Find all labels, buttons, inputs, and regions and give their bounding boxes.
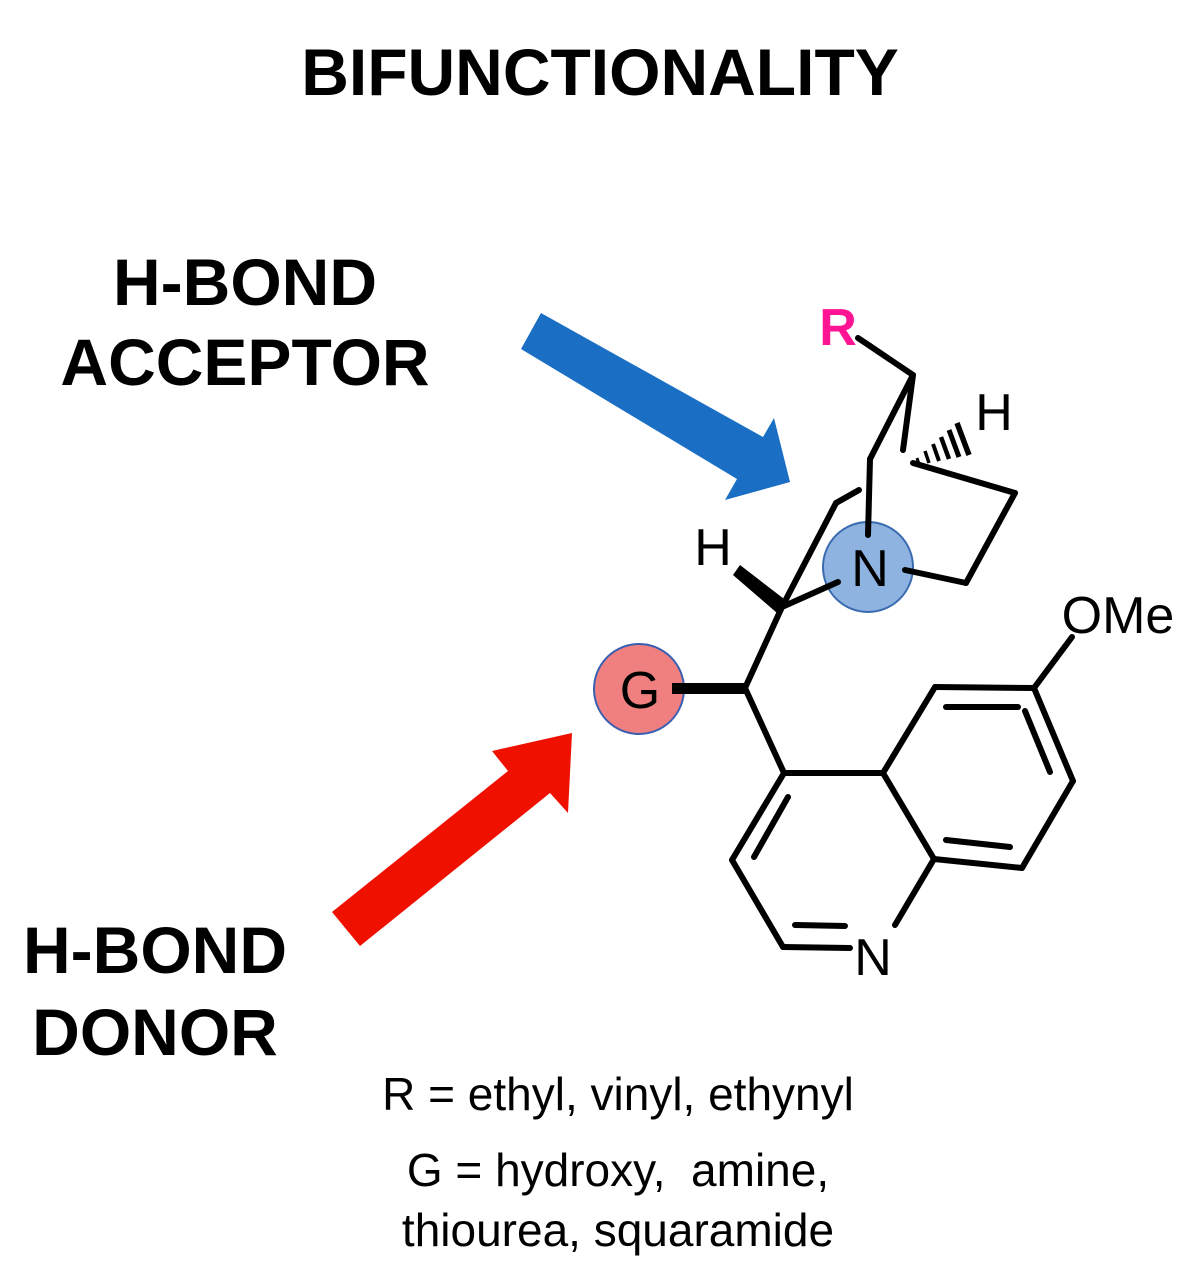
r-definition: R = ethyl, vinyl, ethynyl — [382, 1068, 854, 1120]
acceptor-arrow-icon — [521, 313, 790, 500]
g-definition-line2: thiourea, squaramide — [402, 1204, 834, 1256]
solid-wedge-c8-h — [733, 565, 788, 613]
quinuclidine-bonds — [742, 343, 1018, 776]
quinuclidine-n-label: N — [851, 540, 889, 598]
methoxy-label: OMe — [1062, 587, 1175, 645]
hashed-wedge — [915, 422, 972, 465]
g-group-label: G — [620, 662, 660, 720]
bridgehead-h-label: H — [975, 384, 1013, 442]
c8-h-label: H — [694, 519, 732, 577]
quinoline-n-label: N — [854, 929, 892, 987]
donor-arrow-icon — [332, 733, 572, 946]
solid-wedge-c9-g — [672, 683, 745, 694]
g-definition-line1: G = hydroxy, amine, — [407, 1144, 829, 1196]
donor-label-line1: H-BOND — [23, 913, 287, 987]
acceptor-label-line2: ACCEPTOR — [60, 325, 429, 399]
r-group-label: R — [819, 299, 857, 357]
quinoline-bonds — [729, 634, 1076, 951]
acceptor-label-line1: H-BOND — [113, 245, 377, 319]
diagram-title: BIFUNCTIONALITY — [301, 35, 899, 109]
donor-label-line2: DONOR — [32, 995, 278, 1069]
r-bond — [855, 335, 873, 349]
